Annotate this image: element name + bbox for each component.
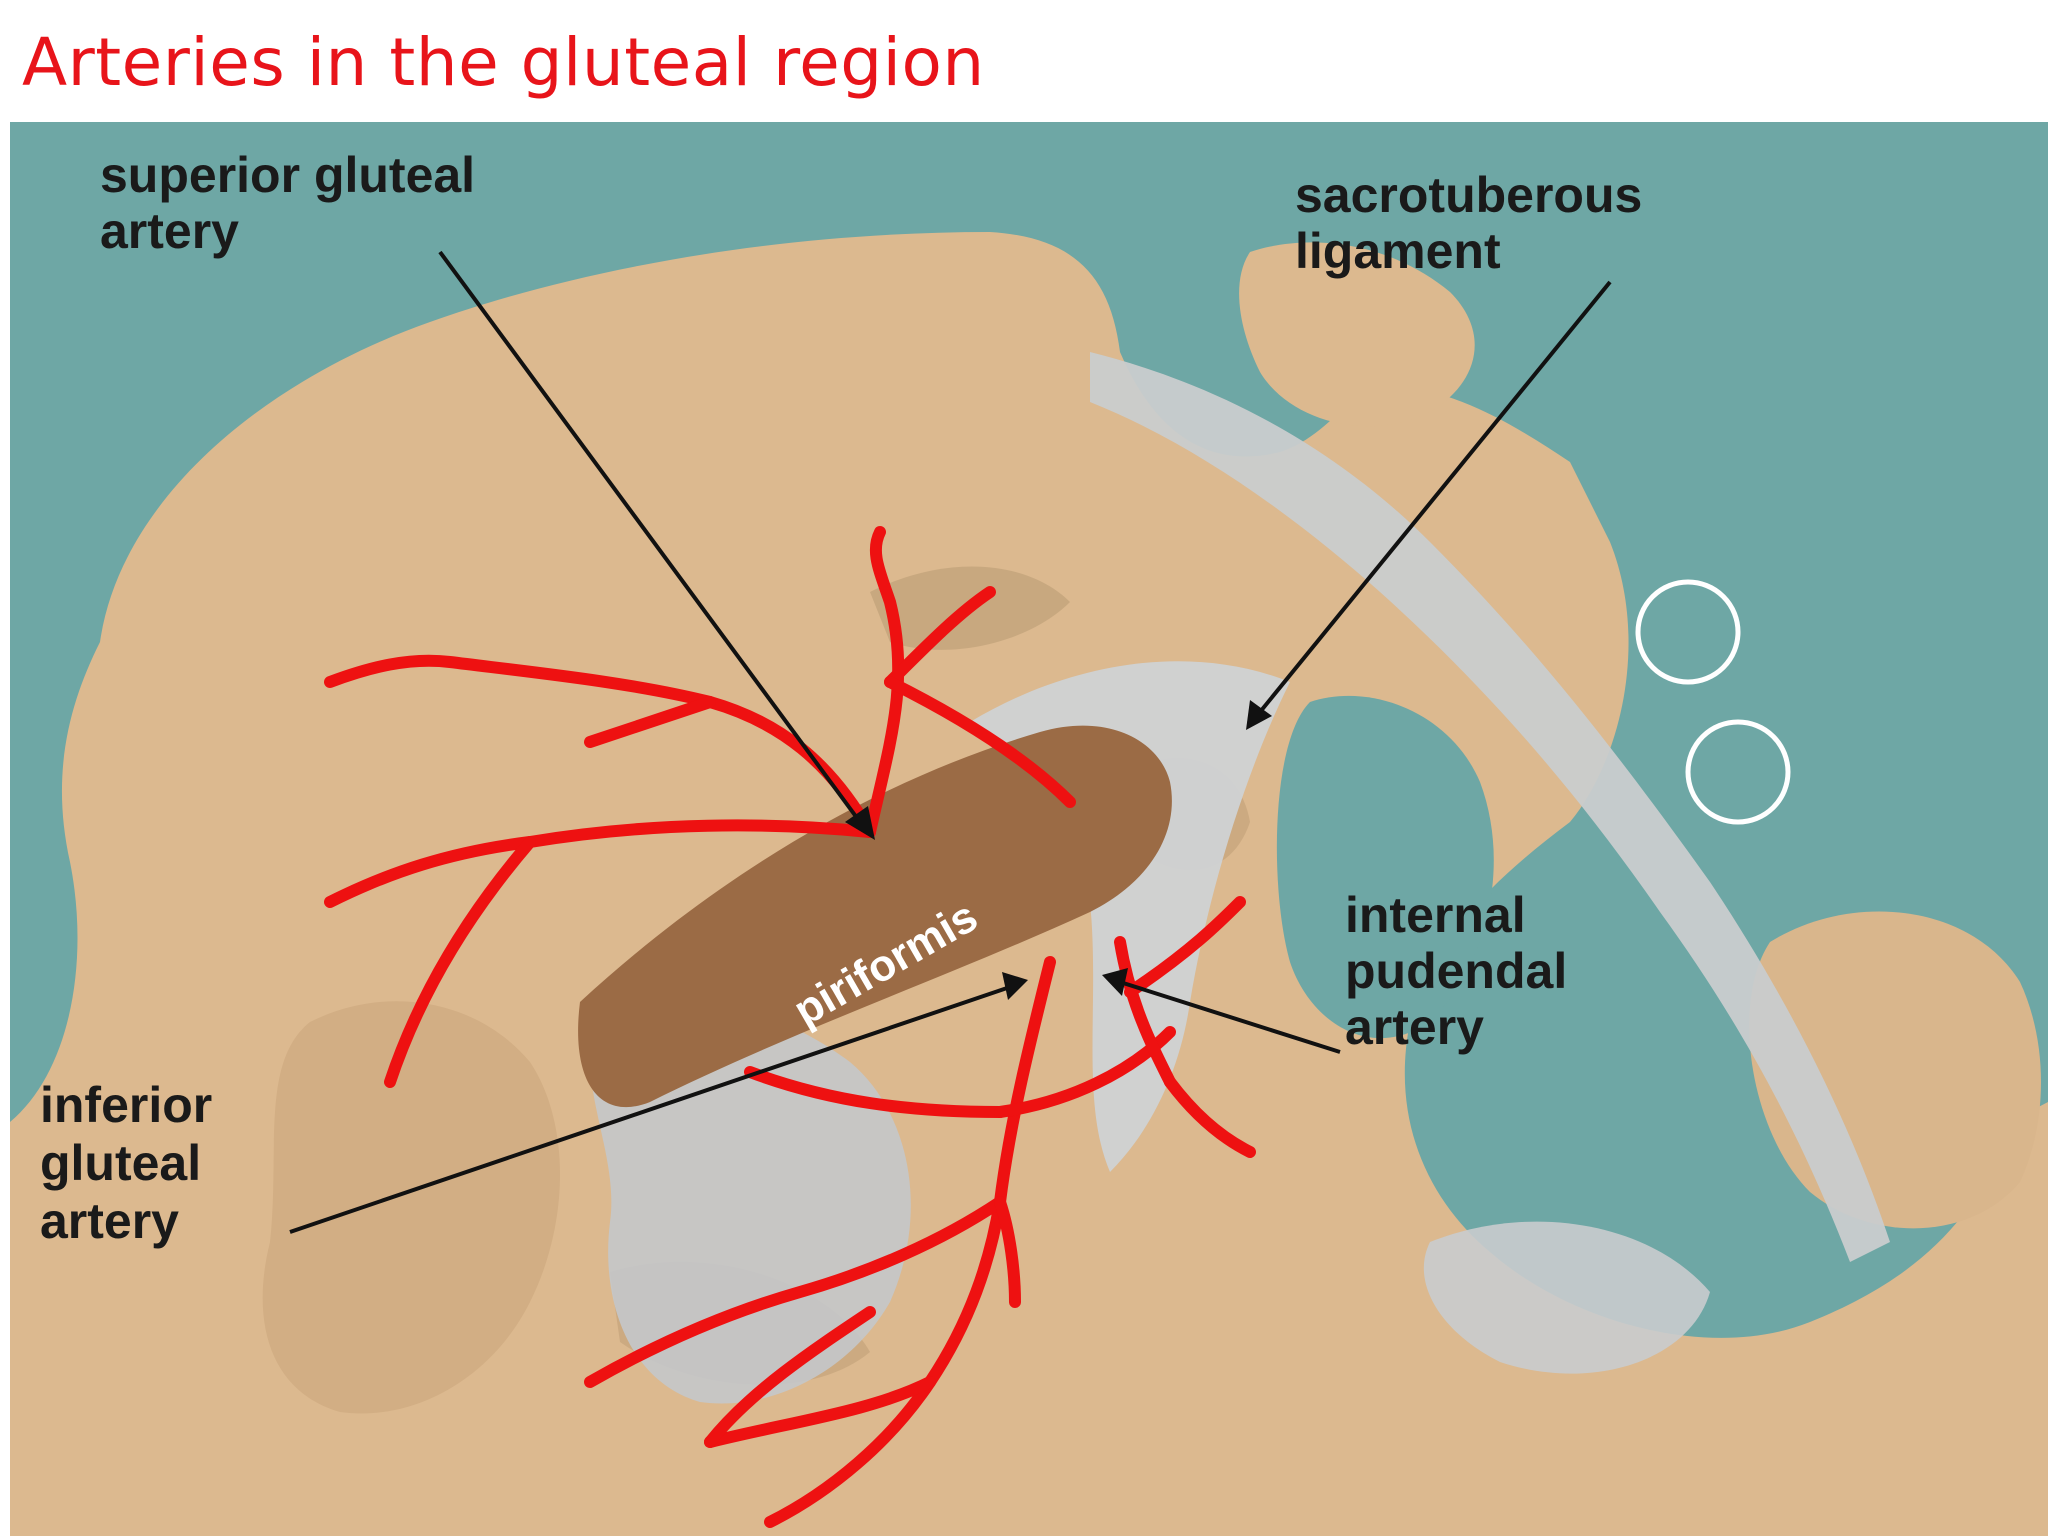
label-internal-pudendal-line-2: pudendal	[1345, 943, 1567, 999]
pointer-sacrotuberous	[1258, 280, 1612, 714]
internal-pudendal-artery	[1114, 896, 1256, 1158]
label-internal-pudendal-line-1: internal	[1345, 887, 1526, 943]
sciatic-foramen	[1276, 695, 1494, 1039]
arrowhead-inferior-gluteal	[1002, 972, 1028, 1000]
anatomy-figure: piriformis	[10, 122, 2048, 1536]
label-superior-gluteal-line-2: artery	[100, 203, 239, 259]
label-inferior-gluteal-line-1: inferior	[40, 1077, 212, 1133]
femur-region	[262, 1001, 560, 1414]
pointer-internal-pudendal	[1119, 980, 1341, 1054]
label-sacrotuberous-line-2: ligament	[1295, 223, 1501, 279]
arrowhead-internal-pudendal	[1102, 968, 1128, 996]
label-sacrotuberous-line-1: sacrotuberous	[1295, 167, 1642, 223]
circle-marker-icon	[1635, 579, 1741, 685]
ligament-lower-right	[1423, 1221, 1710, 1374]
superior-gluteal-artery	[324, 526, 1076, 1088]
arrowhead-superior-gluteal	[845, 806, 875, 840]
anatomy-illustration: piriformis	[10, 122, 2048, 1536]
pointer-arrowheads	[845, 700, 1272, 1000]
label-superior-gluteal-line-1: superior gluteal	[100, 147, 475, 203]
label-inferior-gluteal-line-3: artery	[40, 1193, 179, 1249]
pointer-inferior-gluteal	[289, 985, 1011, 1234]
piriformis-muscle	[578, 725, 1172, 1108]
label-internal-pudendal-line-3: artery	[1345, 999, 1484, 1055]
slide-title: Arteries in the gluteal region	[22, 24, 985, 101]
inferior-gluteal-artery	[584, 956, 1176, 1528]
arrowhead-sacrotuberous	[1246, 700, 1272, 730]
circle-marker-icon	[1685, 719, 1791, 825]
pointer-superior-gluteal	[438, 250, 862, 824]
label-inferior-gluteal-line-2: gluteal	[40, 1135, 201, 1191]
sacrum-bone	[1239, 242, 1475, 427]
pointer-lines	[289, 250, 1612, 1234]
